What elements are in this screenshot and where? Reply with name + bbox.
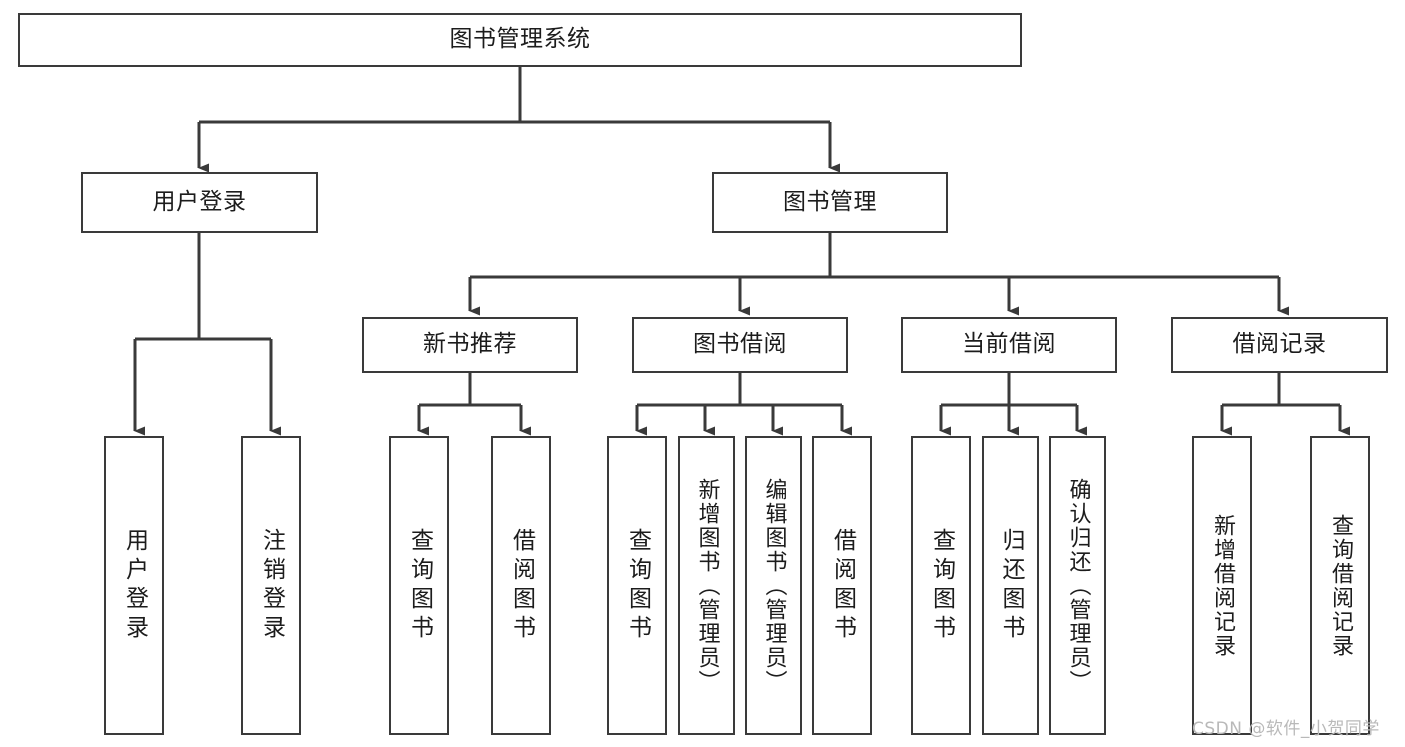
node-borrow-record-label: 借阅记录 xyxy=(1232,331,1327,358)
node-leaf-return-book[interactable]: 归还图书 xyxy=(982,436,1039,735)
node-leaf-return-book-label: 归还图书 xyxy=(998,527,1024,644)
csdn-watermark: CSDN @软件_小贺同学 xyxy=(1192,719,1380,739)
node-borrow-record[interactable]: 借阅记录 xyxy=(1171,317,1388,373)
node-leaf-add-book-admin[interactable]: 新增图书（管理员） xyxy=(678,436,735,735)
node-leaf-query-book-current-label: 查询图书 xyxy=(928,527,955,644)
node-leaf-query-book-new[interactable]: 查询图书 xyxy=(389,436,449,735)
node-leaf-query-book-new-label: 查询图书 xyxy=(406,527,433,644)
node-leaf-borrow-book-new-label: 借阅图书 xyxy=(508,527,535,644)
node-leaf-add-borrow-record-label: 新增借阅记录 xyxy=(1210,513,1235,658)
node-leaf-add-borrow-record[interactable]: 新增借阅记录 xyxy=(1192,436,1252,735)
node-new-book-recommend-label: 新书推荐 xyxy=(423,331,517,358)
node-book-management[interactable]: 图书管理 xyxy=(712,172,948,233)
node-leaf-borrow-book-borrow-label: 借阅图书 xyxy=(829,527,856,644)
node-book-management-label: 图书管理 xyxy=(783,188,877,215)
node-leaf-edit-book-admin[interactable]: 编辑图书（管理员） xyxy=(745,436,802,735)
node-leaf-logout[interactable]: 注销登录 xyxy=(241,436,301,735)
node-leaf-query-borrow-record-label: 查询借阅记录 xyxy=(1328,513,1353,658)
node-leaf-add-book-admin-label: 新增图书（管理员） xyxy=(694,477,720,694)
node-new-book-recommend[interactable]: 新书推荐 xyxy=(362,317,578,373)
node-leaf-user-login[interactable]: 用户登录 xyxy=(104,436,164,735)
node-leaf-user-login-label: 用户登录 xyxy=(121,527,148,644)
node-user-login-label: 用户登录 xyxy=(152,188,247,215)
node-leaf-query-book-current[interactable]: 查询图书 xyxy=(911,436,971,735)
node-book-borrow-label: 图书借阅 xyxy=(693,331,787,358)
node-book-borrow[interactable]: 图书借阅 xyxy=(632,317,848,373)
node-leaf-query-book-borrow-label: 查询图书 xyxy=(624,527,651,644)
node-user-login[interactable]: 用户登录 xyxy=(81,172,318,233)
node-leaf-borrow-book-new[interactable]: 借阅图书 xyxy=(491,436,551,735)
node-leaf-query-borrow-record[interactable]: 查询借阅记录 xyxy=(1310,436,1370,735)
node-root-label: 图书管理系统 xyxy=(449,26,591,53)
node-leaf-borrow-book-borrow[interactable]: 借阅图书 xyxy=(812,436,872,735)
node-leaf-edit-book-admin-label: 编辑图书（管理员） xyxy=(761,477,787,694)
node-leaf-confirm-return-admin[interactable]: 确认归还（管理员） xyxy=(1049,436,1106,735)
node-leaf-query-book-borrow[interactable]: 查询图书 xyxy=(607,436,667,735)
node-leaf-confirm-return-admin-label: 确认归还（管理员） xyxy=(1065,477,1091,694)
node-current-borrow-label: 当前借阅 xyxy=(962,331,1056,358)
node-current-borrow[interactable]: 当前借阅 xyxy=(901,317,1117,373)
node-root[interactable]: 图书管理系统 xyxy=(18,13,1022,67)
node-leaf-logout-label: 注销登录 xyxy=(258,527,285,644)
